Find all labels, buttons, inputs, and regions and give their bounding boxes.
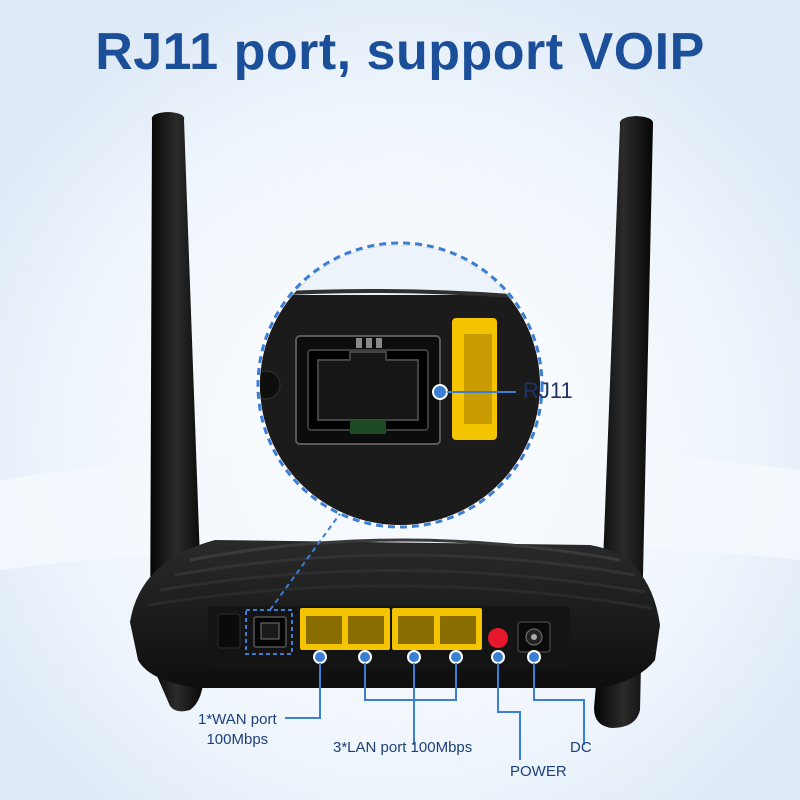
dc-label: DC xyxy=(570,739,592,756)
dc-jack xyxy=(517,621,551,653)
rj11-port xyxy=(245,609,293,655)
power-label: POWER xyxy=(510,763,567,780)
wan-port-label: 1*WAN port 100Mbps xyxy=(198,710,277,750)
page-title: RJ11 port, support VOIP xyxy=(95,23,705,81)
rj11-label: RJ11 xyxy=(523,378,573,403)
wan-port-label-line1: 1*WAN port xyxy=(198,711,277,728)
power-button xyxy=(488,628,508,648)
ethernet-ports xyxy=(300,608,482,650)
rj11-zoom-callout xyxy=(256,241,544,529)
leader-lines xyxy=(269,499,585,760)
wan-port-label-line2: 100Mbps xyxy=(206,731,269,748)
lan-port-label: 3*LAN port 100Mbps xyxy=(333,739,473,756)
